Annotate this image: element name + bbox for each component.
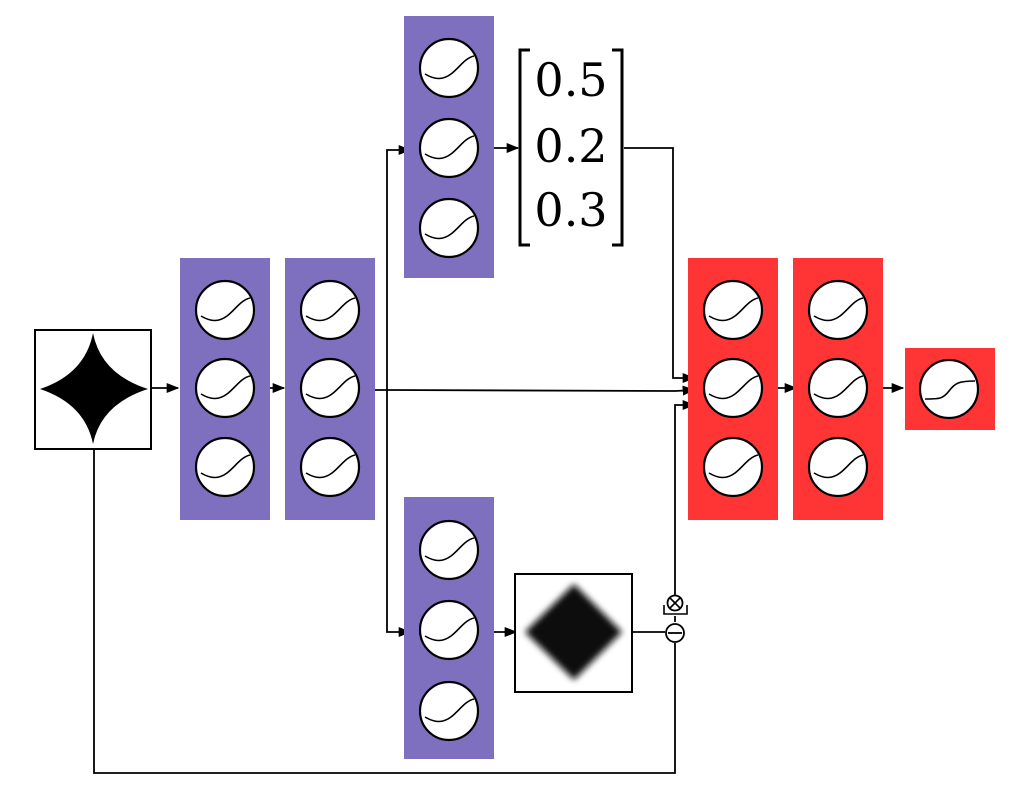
subtract-node xyxy=(665,623,685,643)
sigmoid-neuron-icon xyxy=(299,357,361,419)
sigmoid-neuron-icon xyxy=(807,436,869,498)
sigmoid-neuron-icon xyxy=(194,279,256,341)
sigmoid-neuron-icon xyxy=(418,519,480,581)
weight-value-1: 0.5 xyxy=(534,53,607,107)
sigmoid-neuron-icon xyxy=(299,436,361,498)
sigmoid-neuron-icon xyxy=(702,436,764,498)
output-layer xyxy=(905,348,995,430)
sigmoid-neuron-icon xyxy=(418,599,480,661)
operator-nodes xyxy=(663,594,688,643)
multiply-node xyxy=(663,594,688,615)
reconstructed-image xyxy=(514,573,633,693)
sigmoid-neuron-icon xyxy=(702,357,764,419)
sigmoid-neuron-icon xyxy=(299,279,361,341)
decoder-layer-2 xyxy=(793,258,883,520)
sigmoid-neuron-icon xyxy=(807,279,869,341)
weight-value-3: 0.3 xyxy=(534,183,607,237)
decoder-layer-1 xyxy=(688,258,778,520)
weight-value-2: 0.2 xyxy=(534,119,607,173)
encoder-layer-1 xyxy=(180,258,270,520)
sigmoid-neuron-icon xyxy=(194,357,256,419)
sigmoid-neuron-icon xyxy=(702,279,764,341)
left-bracket xyxy=(518,48,530,247)
to-weights-branch-arrow xyxy=(375,144,412,391)
reconstruction-branch-layer xyxy=(404,497,494,759)
to-reconstruction-branch-arrow xyxy=(386,390,412,638)
latent-to-decoder-arrow xyxy=(386,385,696,396)
encoder-layer-2 xyxy=(285,258,375,520)
sigmoid-neuron-icon xyxy=(194,436,256,498)
sigmoid-neuron-icon xyxy=(418,117,480,179)
sigmoid-neuron-icon xyxy=(418,680,480,742)
right-bracket xyxy=(612,48,624,247)
weights-to-decoder-arrow xyxy=(624,147,696,384)
input-image xyxy=(34,329,152,450)
sigmoid-neuron-icon xyxy=(918,358,980,420)
sigmoid-neuron-icon xyxy=(418,37,480,99)
blurred-diamond-icon xyxy=(525,584,622,680)
sigmoid-neuron-icon xyxy=(807,357,869,419)
input-skip-line xyxy=(93,450,676,774)
sigmoid-neuron-icon xyxy=(418,197,480,259)
black-diamond-icon xyxy=(40,333,148,444)
error-to-decoder-arrow xyxy=(674,399,696,596)
weights-branch-layer xyxy=(404,16,494,278)
connections xyxy=(93,142,905,774)
weights-vector: 0.5 0.2 0.3 xyxy=(518,48,624,247)
